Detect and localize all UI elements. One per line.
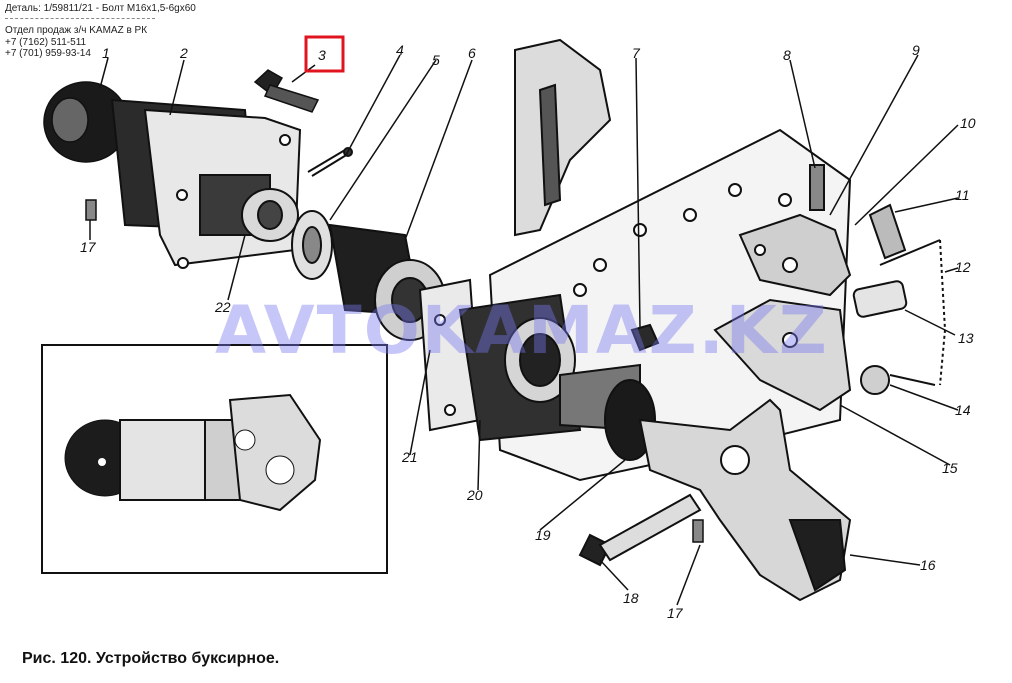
callout-17-bottom[interactable]: 17 [667,605,684,621]
nut-7-part [630,323,660,352]
site-watermark: AVTOKAMAZ.KZ [215,292,829,369]
hook-housing-part [458,293,582,442]
callout-17-top[interactable]: 17 [80,239,97,255]
towing-hook-part [638,398,852,602]
grease-nipple-17-top [85,199,97,221]
callout-4[interactable]: 4 [396,42,404,58]
chain-part [939,239,947,386]
bolt-18-part [578,493,702,567]
latch-upper-part [738,213,852,297]
callout-3[interactable]: 3 [318,47,326,63]
callout-2[interactable]: 2 [179,45,188,61]
callout-22[interactable]: 22 [214,299,231,315]
detail-title: Деталь: 1/59811/21 - Болт М16х1,5-6gх60 [5,3,196,14]
callout-19[interactable]: 19 [535,527,551,543]
callout-20[interactable]: 20 [466,487,483,503]
figure-caption: Рис. 120. Устройство буксирное. [22,650,280,667]
rubber-boot-part [43,81,129,163]
callout-16[interactable]: 16 [920,557,936,573]
callout-21[interactable]: 21 [401,449,418,465]
inset-assembly-view [41,344,388,574]
callout-12[interactable]: 12 [955,259,971,275]
cotter-pin-part [307,147,353,177]
socket-housing-part [110,98,302,269]
threaded-shaft-part [559,363,656,461]
callout-6[interactable]: 6 [468,45,476,61]
latch-lower-part [713,298,852,412]
callout-7[interactable]: 7 [632,45,641,61]
highlight-box-callout-3 [304,35,345,73]
bracket-top [514,38,612,237]
grease-fitting-part [809,164,825,211]
grease-nipple-17-bottom [692,519,704,543]
leader-lines [89,54,959,606]
phone-number-2[interactable]: +7 (701) 959-93-14 [5,48,91,59]
callout-9[interactable]: 9 [912,42,920,58]
washer-part [291,210,333,280]
callout-18[interactable]: 18 [623,590,639,606]
pin-11-part [868,203,941,266]
callout-14[interactable]: 14 [955,402,971,418]
header-divider [5,18,155,19]
callout-10[interactable]: 10 [960,115,976,131]
sales-department: Отдел продаж з/ч KAMAZ в РК [5,25,148,36]
callout-13[interactable]: 13 [958,330,974,346]
callout-8[interactable]: 8 [783,47,791,63]
callout-5[interactable]: 5 [432,52,440,68]
bolt-m16-part [253,69,320,113]
callout-1[interactable]: 1 [102,45,110,61]
pin-13-part [852,280,908,318]
callout-15[interactable]: 15 [942,460,958,476]
callout-11[interactable]: 11 [955,187,970,203]
castle-nut-part [860,365,936,395]
phone-number-1[interactable]: +7 (7162) 511-511 [5,37,87,48]
